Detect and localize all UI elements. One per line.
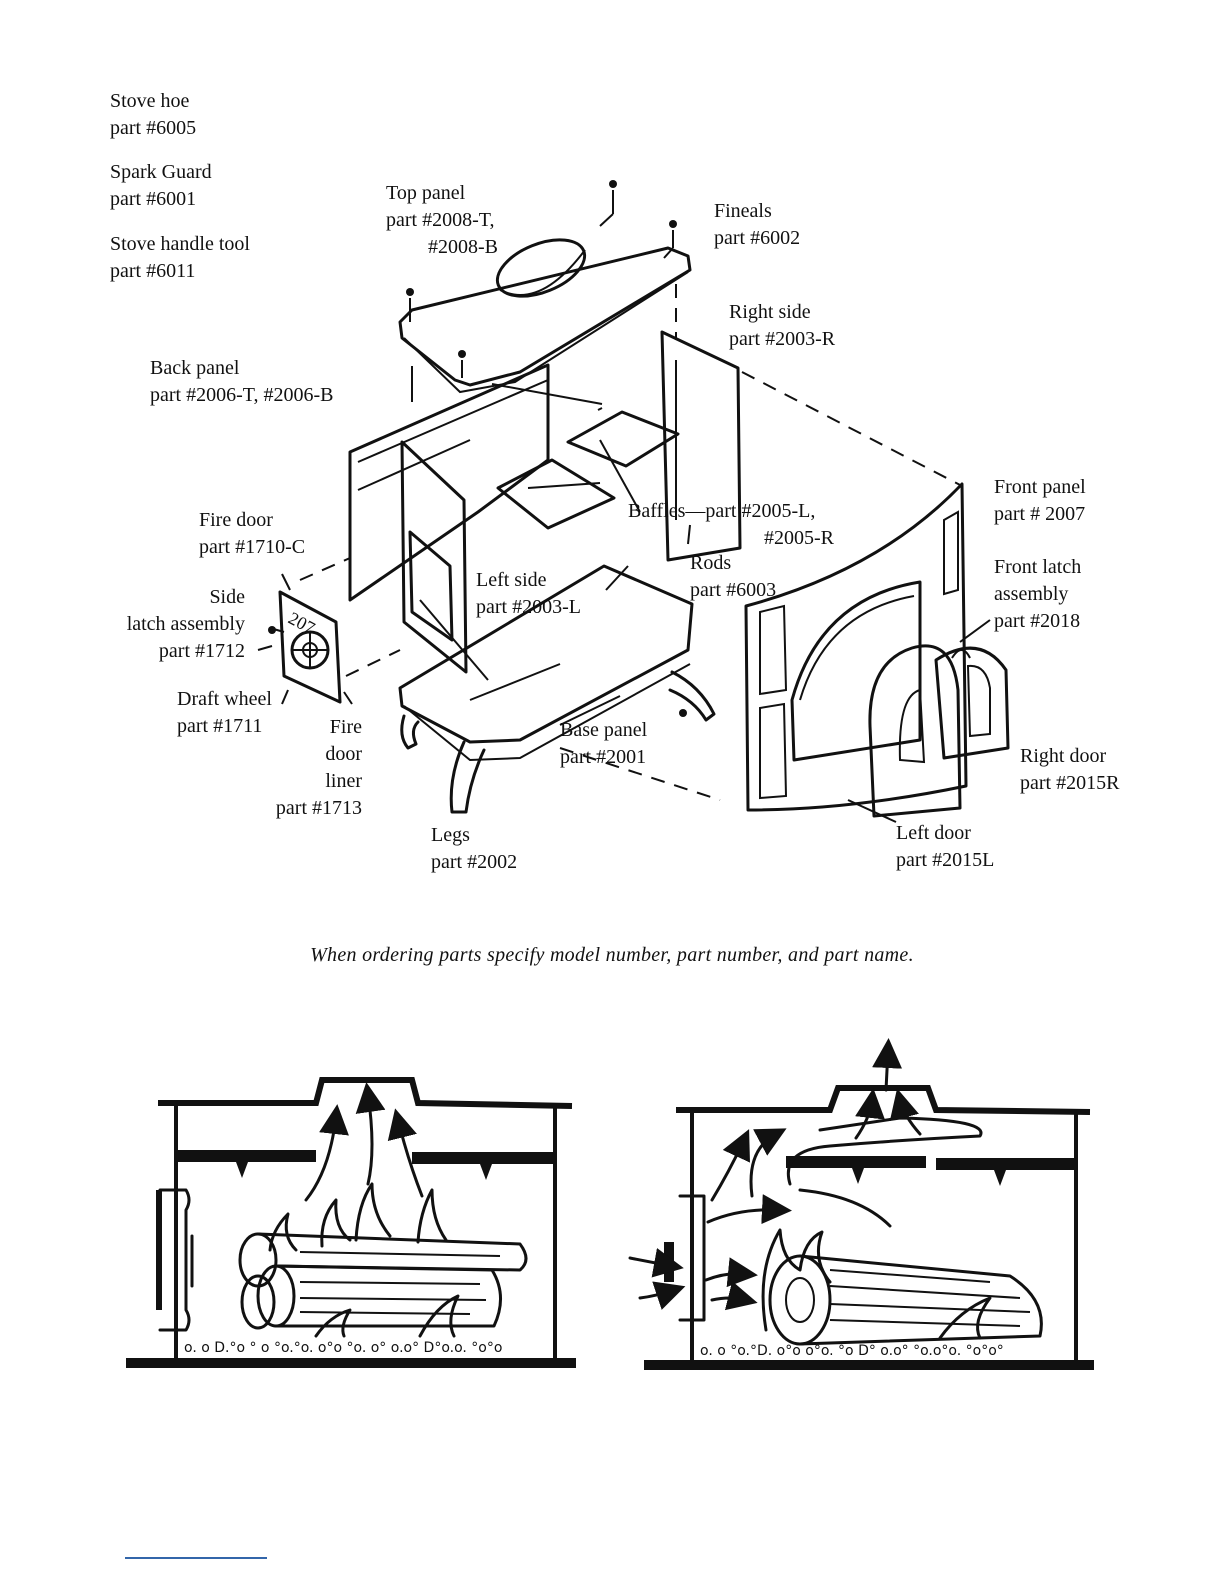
right-side-drawing	[660, 330, 963, 562]
ash-bed-right: o. o °o.°D. o°o o°o. °o D° o.o° °o.o°o. …	[700, 1343, 1004, 1359]
legs-drawing	[400, 670, 716, 814]
logs-right	[768, 1254, 1043, 1346]
left-side-drawing	[400, 440, 468, 674]
doors-drawing	[868, 644, 1010, 818]
svg-text:o. o D.°o ° o °o.°o. o°o °o. o: o. o D.°o ° o °o.°o. o°o °o. o° o.o° D°o…	[184, 1340, 502, 1356]
fire-door-drawing	[268, 590, 342, 704]
hearth-floor	[126, 1358, 576, 1368]
baffles-drawing	[496, 407, 680, 530]
fineals-drawing	[406, 180, 677, 378]
right-baffle	[412, 1152, 555, 1164]
footer-rule	[125, 1557, 267, 1559]
crossflow-cross-section: o. o °o.°D. o°o o°o. °o D° o.o° °o.o°o. …	[628, 1038, 1094, 1370]
flames-right	[761, 1228, 992, 1340]
rear-baffle	[936, 1158, 1076, 1170]
top-panel-drawing	[398, 238, 692, 394]
left-baffle	[176, 1150, 316, 1162]
ash-bed-left: o. o D.°o ° o °o.°o. o°o °o. o° o.o° D°o…	[184, 1340, 502, 1356]
hearth-floor-right	[644, 1360, 1094, 1370]
leader-lines	[257, 284, 991, 823]
svg-text:o. o °o.°D. o°o o°o. °o D° o.o: o. o °o.°D. o°o o°o. °o D° o.o° °o.o°o. …	[700, 1343, 1004, 1359]
label-baffles: Baffles—part #2005-L,#2005-R	[628, 500, 834, 549]
ordering-caption: When ordering parts specify model number…	[310, 944, 914, 966]
base-panel-drawing	[398, 564, 721, 801]
flames-left	[268, 1182, 460, 1338]
back-panel-drawing	[348, 363, 550, 602]
updraft-cross-section: o. o D.°o ° o °o.°o. o°o °o. o° o.o° D°o…	[126, 1077, 576, 1368]
logs-left	[238, 1232, 528, 1330]
front-baffle	[786, 1156, 926, 1168]
front-panel-drawing	[744, 482, 968, 812]
